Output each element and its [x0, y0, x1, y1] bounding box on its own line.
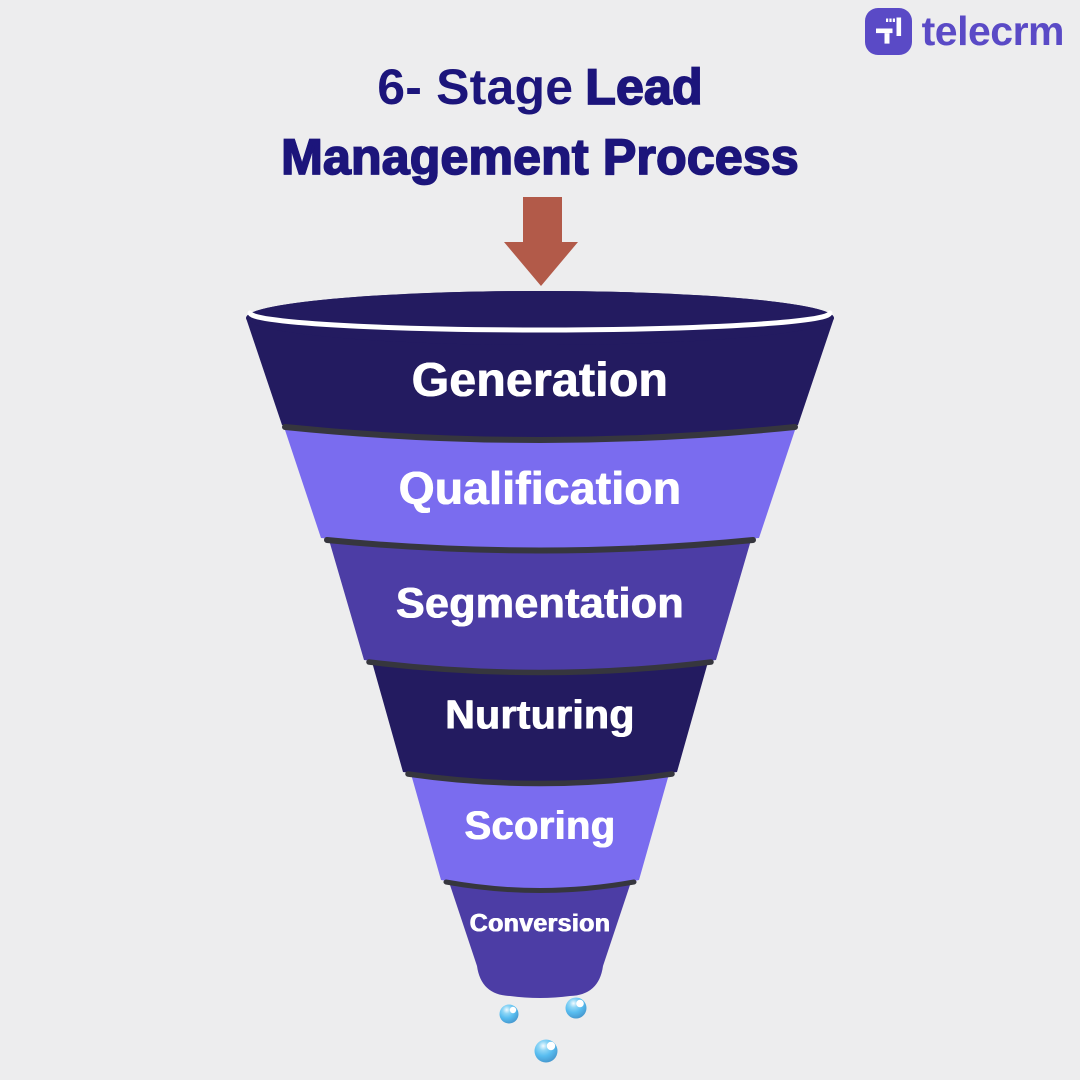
droplet-highlight [576, 999, 584, 1008]
stage-label-nurturing: Nurturing [445, 691, 635, 738]
stage-label-generation: Generation [411, 354, 669, 407]
funnel-separator-5 [443, 879, 637, 893]
droplet-icon [499, 1004, 519, 1024]
title-line1-heavy: Lead [584, 58, 703, 116]
stage-label-scoring: Scoring [464, 804, 616, 848]
title-line1-regular: 6- Stage [377, 59, 574, 115]
telecrm-logo-glyph [875, 17, 901, 44]
droplet-icon [534, 1039, 558, 1063]
telecrm-logo-icon [864, 8, 912, 55]
stage-label-qualification: Qualification [398, 462, 682, 514]
funnel-stage-conversion [449, 882, 631, 998]
droplets [499, 997, 587, 1063]
funnel-stage-segmentation [329, 540, 751, 671]
stage-label-segmentation: Segmentation [396, 579, 684, 628]
funnel-separator-2 [324, 537, 756, 554]
funnel-stage-qualification [284, 427, 796, 549]
stage-label-conversion: Conversion [469, 909, 611, 938]
brand-logo: telecrm [864, 8, 1065, 55]
droplet-icon [565, 997, 587, 1019]
brand-name: telecrm [921, 8, 1065, 54]
funnel-stage-nurturing [372, 662, 708, 782]
funnel-rim-highlight [247, 310, 833, 333]
funnel-separator-1 [282, 424, 798, 443]
down-arrow-icon [504, 197, 578, 286]
funnel-separator-3 [366, 659, 714, 676]
droplet-highlight [509, 1006, 517, 1014]
funnel-stage-scoring [411, 774, 669, 889]
funnel-separator-4 [405, 771, 675, 787]
droplet-highlight [546, 1041, 556, 1051]
title-line-2: Management Process [280, 128, 799, 186]
funnel-rim [246, 291, 834, 345]
